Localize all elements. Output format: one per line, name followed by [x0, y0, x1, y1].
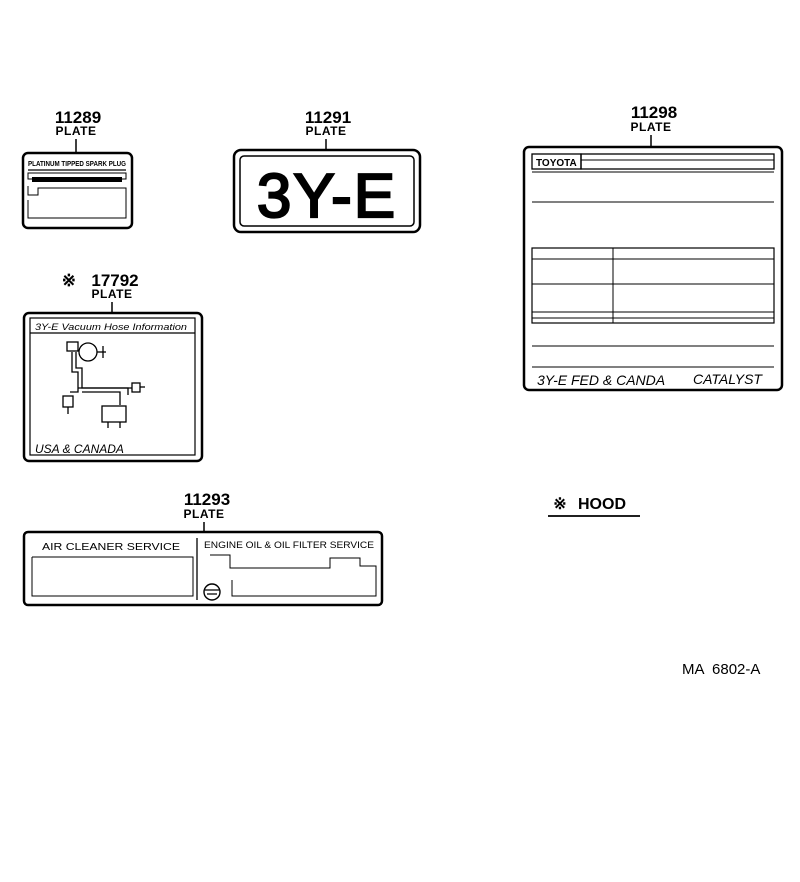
- plate-outline: [22, 311, 204, 463]
- inner-panel: [27, 186, 127, 219]
- plate-outline: [21, 151, 134, 230]
- valve-body: [66, 341, 79, 352]
- plate-title-text: 3Y-E Vacuum Hose Information: [35, 322, 187, 332]
- service-icon-detail: [205, 589, 219, 595]
- plate-caption-17792: PLATE: [92, 287, 133, 301]
- part-number-11298: 11298: [631, 103, 677, 122]
- plate-11291: 11291 PLATE 3Y-E: [232, 108, 422, 234]
- vsv-valve: [78, 342, 98, 362]
- plate-outline: [22, 530, 384, 607]
- vacuum-hose-schematic: [62, 341, 145, 428]
- right-panel: [210, 554, 377, 597]
- header-box: [580, 153, 775, 170]
- plate-label-text: PLATINUM TIPPED SPARK PLUG: [28, 161, 126, 168]
- hose: [82, 391, 121, 405]
- plate-footer-text: USA & CANADA: [35, 442, 124, 456]
- connector: [131, 382, 141, 393]
- plate-caption-11291: PLATE: [306, 124, 347, 138]
- plate-outline: [232, 148, 422, 234]
- part-number-11289: 11289: [55, 108, 101, 127]
- part-number-11293: 11293: [184, 490, 230, 509]
- footer-left-text: 3Y-E FED & CANDA: [537, 372, 665, 388]
- service-icon: [203, 583, 221, 601]
- plate-caption-11298: PLATE: [631, 120, 672, 134]
- left-title-text: AIR CLEANER SERVICE: [42, 542, 180, 553]
- plate-caption-11293: PLATE: [184, 507, 225, 521]
- plate-outline: [522, 145, 784, 392]
- hose: [75, 352, 129, 395]
- reference-mark: ※: [553, 496, 566, 513]
- left-panel: [31, 556, 194, 597]
- brand-text: TOYOTA: [536, 158, 577, 169]
- plate-11289: 11289 PLATE PLATINUM TIPPED SPARK PLUG: [21, 108, 134, 230]
- plate-17792: ※ 17792 PLATE 3Y-E Vacuum Hose Informati…: [22, 271, 204, 463]
- plate-inner-border: [29, 317, 196, 456]
- right-title-text: ENGINE OIL & OIL FILTER SERVICE: [204, 540, 374, 550]
- hood-note: ※ HOOD: [548, 496, 640, 517]
- part-number-17792: 17792: [91, 271, 138, 290]
- plate-inner-border: [239, 155, 415, 227]
- valve-body: [62, 395, 74, 408]
- hood-label: HOOD: [578, 496, 626, 513]
- figure-code: MA 6802-A: [682, 661, 760, 678]
- footer-right-text: CATALYST: [693, 371, 763, 387]
- info-table: [531, 247, 775, 324]
- canister: [101, 405, 127, 423]
- part-number-11291: 11291: [305, 108, 351, 127]
- reference-mark: ※: [62, 271, 76, 290]
- engine-code-text: 3Y-E: [257, 162, 397, 231]
- plate-11293: 11293 PLATE AIR CLEANER SERVICE ENGINE O…: [22, 490, 384, 607]
- hose: [70, 352, 79, 393]
- plate-11298: 11298 PLATE TOYOTA 3Y-E FED & CANDA CATA…: [522, 103, 784, 392]
- text-bar-fill: [32, 177, 122, 182]
- plate-caption-11289: PLATE: [56, 124, 97, 138]
